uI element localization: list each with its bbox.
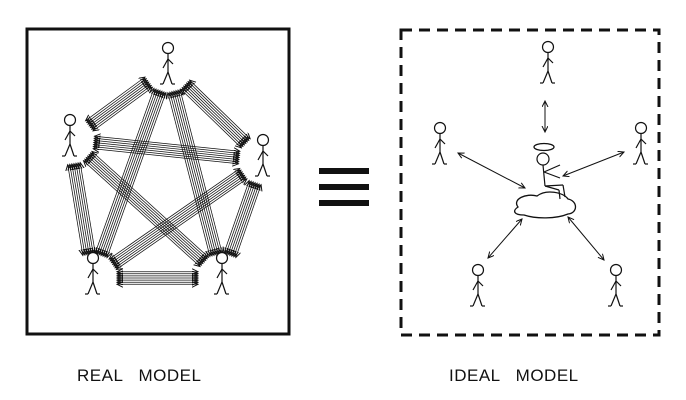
connection-arrow (563, 152, 624, 176)
ideal-model-caption: IDEAL MODEL (449, 366, 579, 385)
arrow-bundle (68, 163, 96, 256)
connection-arrow (488, 219, 522, 258)
arrow-bundle (224, 181, 261, 258)
seated-figure-icon (536, 152, 566, 200)
arrow-bundle (181, 80, 250, 148)
ideal-model-arrows (458, 101, 624, 260)
person-icon (539, 40, 556, 84)
person-icon (213, 251, 230, 295)
ideal-model-frame (399, 28, 661, 337)
connection-arrow (458, 153, 525, 188)
person-icon (469, 263, 486, 307)
person-icon (431, 121, 448, 165)
arrow-bundle (93, 136, 240, 164)
person-icon (84, 251, 101, 295)
equals-icon (319, 168, 369, 206)
arrow-bundle (168, 90, 222, 257)
arrow-bundle (117, 272, 198, 285)
real-model-frame (25, 27, 291, 336)
real-model-people (61, 41, 271, 295)
real-model-caption: REAL MODEL (77, 366, 202, 385)
arrow-bundle (86, 77, 153, 131)
real-model-arrow-bundles (68, 77, 261, 284)
connection-arrow (568, 217, 604, 260)
person-icon (254, 133, 271, 177)
person-icon (607, 263, 624, 307)
ideal-model-people (431, 40, 649, 307)
halo-icon (533, 142, 555, 152)
person-icon (61, 113, 78, 157)
person-icon (159, 41, 176, 85)
person-icon (632, 121, 649, 165)
cloud-icon (513, 191, 577, 219)
